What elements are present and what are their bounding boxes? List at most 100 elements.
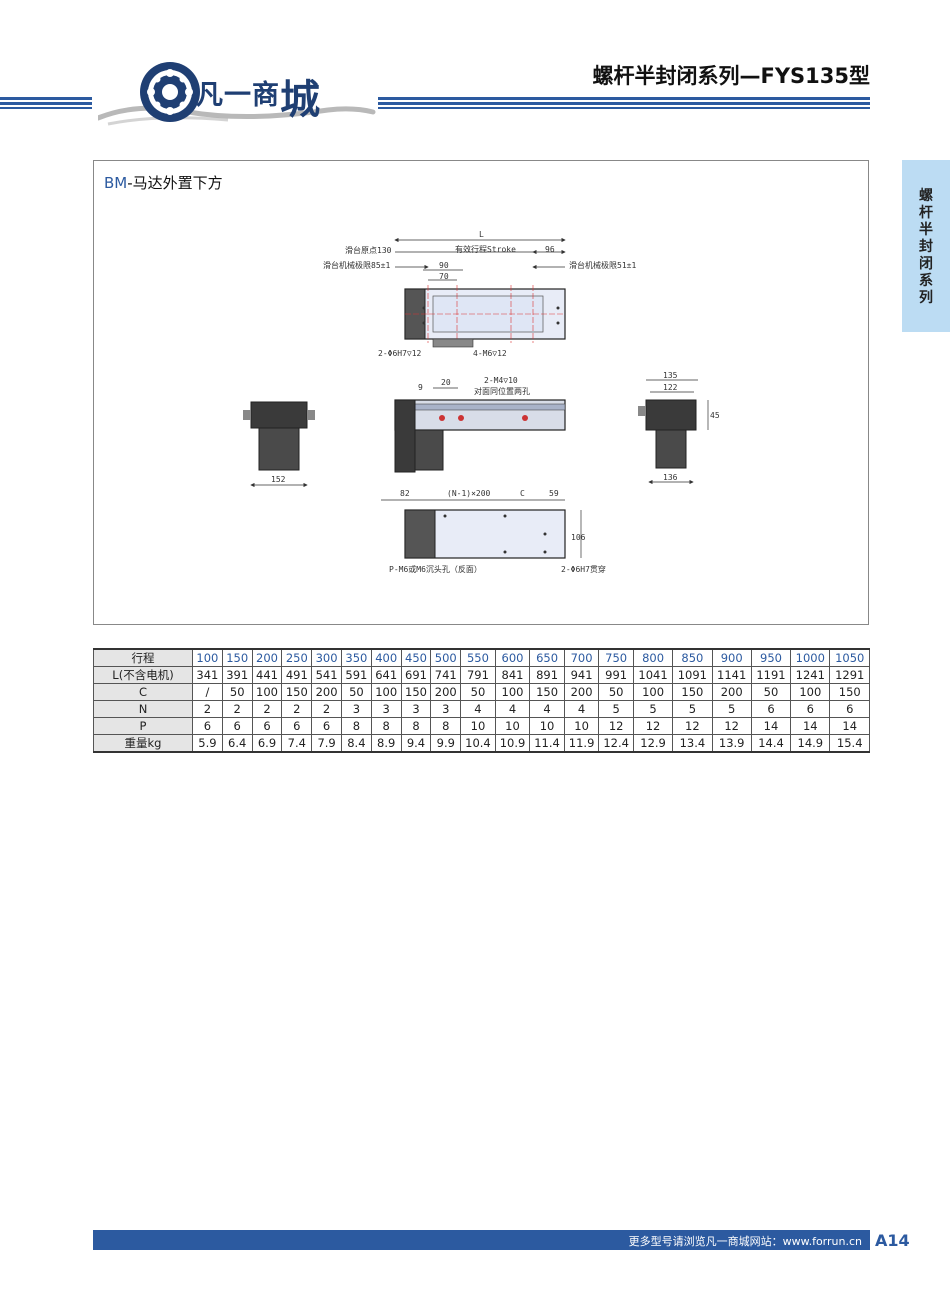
table-cell: 7.4 [281, 734, 313, 753]
side-tab[interactable]: 螺杆半封闭系列 [902, 160, 950, 332]
series-title: 螺杆半封闭系列—FYS135型 [592, 64, 870, 88]
top-view: L 滑台原点130 有效行程Stroke 96 滑台机械极限85±1 滑台机械极… [323, 230, 636, 358]
header-stripe-left [0, 97, 92, 109]
table-cell: 100 [632, 683, 674, 701]
table-cell: 791 [460, 666, 496, 684]
callout-m4-note: 对面同位置两孔 [474, 386, 530, 396]
table-cell: 3 [430, 700, 462, 718]
table-cell: 13.4 [672, 734, 713, 753]
dim-mech-right: 滑台机械极限51±1 [569, 260, 636, 270]
table-cell: 10.9 [494, 734, 531, 753]
table-cell: 1191 [750, 666, 792, 684]
table-cell: 891 [529, 666, 565, 684]
table-cell: 1000 [790, 648, 831, 667]
table-cell: 950 [750, 648, 792, 667]
table-row-header: C [93, 683, 193, 701]
table-cell: 441 [251, 666, 283, 684]
table-cell: 6 [311, 717, 342, 735]
table-cell: 941 [563, 666, 600, 684]
dim-106: 106 [571, 533, 586, 542]
table-cell: 2 [221, 700, 253, 718]
table-cell: 100 [790, 683, 831, 701]
table-cell: 3 [370, 700, 402, 718]
dim-C: C [520, 489, 525, 498]
drawing-title: BM-马达外置下方 [104, 174, 223, 192]
table-cell: 6 [221, 717, 253, 735]
table-cell: 850 [672, 648, 713, 667]
dim-152: 152 [271, 475, 286, 484]
table-cell: 8 [340, 717, 372, 735]
dim-90: 90 [439, 261, 449, 270]
dim-82: 82 [400, 489, 410, 498]
table-cell: 600 [494, 648, 531, 667]
table-cell: 841 [494, 666, 531, 684]
table-cell: 200 [563, 683, 600, 701]
table-cell: 150 [281, 683, 313, 701]
table-cell: 200 [251, 648, 283, 667]
table-cell: 100 [370, 683, 402, 701]
table-cell: 13.9 [711, 734, 752, 753]
dim-45: 45 [710, 411, 720, 420]
table-row-header: 行程 [93, 648, 193, 667]
dim-122: 122 [663, 383, 678, 392]
table-cell: 100 [494, 683, 531, 701]
table-cell: 500 [430, 648, 462, 667]
table-cell: 2 [281, 700, 313, 718]
dim-origin: 滑台原点130 [345, 245, 392, 255]
table-cell: 50 [460, 683, 496, 701]
table-cell: 150 [672, 683, 713, 701]
table-cell: 1041 [632, 666, 674, 684]
table-cell: 150 [400, 683, 432, 701]
table-cell: 14 [829, 717, 870, 735]
table-cell: 6 [829, 700, 870, 718]
table-cell: 391 [221, 666, 253, 684]
table-cell: 50 [598, 683, 634, 701]
table-cell: 4 [460, 700, 496, 718]
table-cell: 6.9 [251, 734, 283, 753]
table-cell: 641 [370, 666, 402, 684]
table-cell: 6.4 [221, 734, 253, 753]
drawing-frame [93, 160, 869, 625]
table-cell: 991 [598, 666, 634, 684]
table-cell: 4 [563, 700, 600, 718]
table-cell: 100 [192, 648, 223, 667]
dim-20: 20 [441, 378, 451, 387]
table-cell: 8 [430, 717, 462, 735]
table-row-header: N [93, 700, 193, 718]
table-cell: 12 [711, 717, 752, 735]
dim-9: 9 [418, 383, 423, 392]
footer-website-text[interactable]: 更多型号请浏览凡一商城网站：www.forrun.cn [628, 1235, 862, 1248]
table-cell: 350 [340, 648, 372, 667]
table-cell: 14.4 [750, 734, 792, 753]
table-cell: 6 [192, 717, 223, 735]
table-cell: 491 [281, 666, 313, 684]
front-view: 9 20 2-M4▽10 对面同位置两孔 [394, 376, 566, 473]
table-cell: 9.9 [430, 734, 462, 753]
table-cell: 2 [311, 700, 342, 718]
table-cell: 5.9 [192, 734, 223, 753]
table-cell: 550 [460, 648, 496, 667]
table-cell: 6 [750, 700, 792, 718]
table-cell: 11.9 [563, 734, 600, 753]
table-cell: 300 [311, 648, 342, 667]
table-row-header: 重量kg [93, 734, 193, 753]
table-cell: 4 [494, 700, 531, 718]
table-cell: 100 [251, 683, 283, 701]
callout-m4: 2-M4▽10 [484, 376, 518, 385]
table-cell: 6 [281, 717, 313, 735]
table-cell: 12 [672, 717, 713, 735]
table-cell: 50 [750, 683, 792, 701]
dim-70: 70 [439, 272, 449, 281]
table-cell: 12 [632, 717, 674, 735]
table-cell: 541 [311, 666, 342, 684]
header-stripe-right [378, 97, 870, 109]
dim-L: L [479, 230, 484, 239]
callout-through: 2-Φ6H7贯穿 [561, 564, 606, 574]
right-side-view: 135 122 45 136 [638, 371, 720, 485]
table-cell: 10 [563, 717, 600, 735]
